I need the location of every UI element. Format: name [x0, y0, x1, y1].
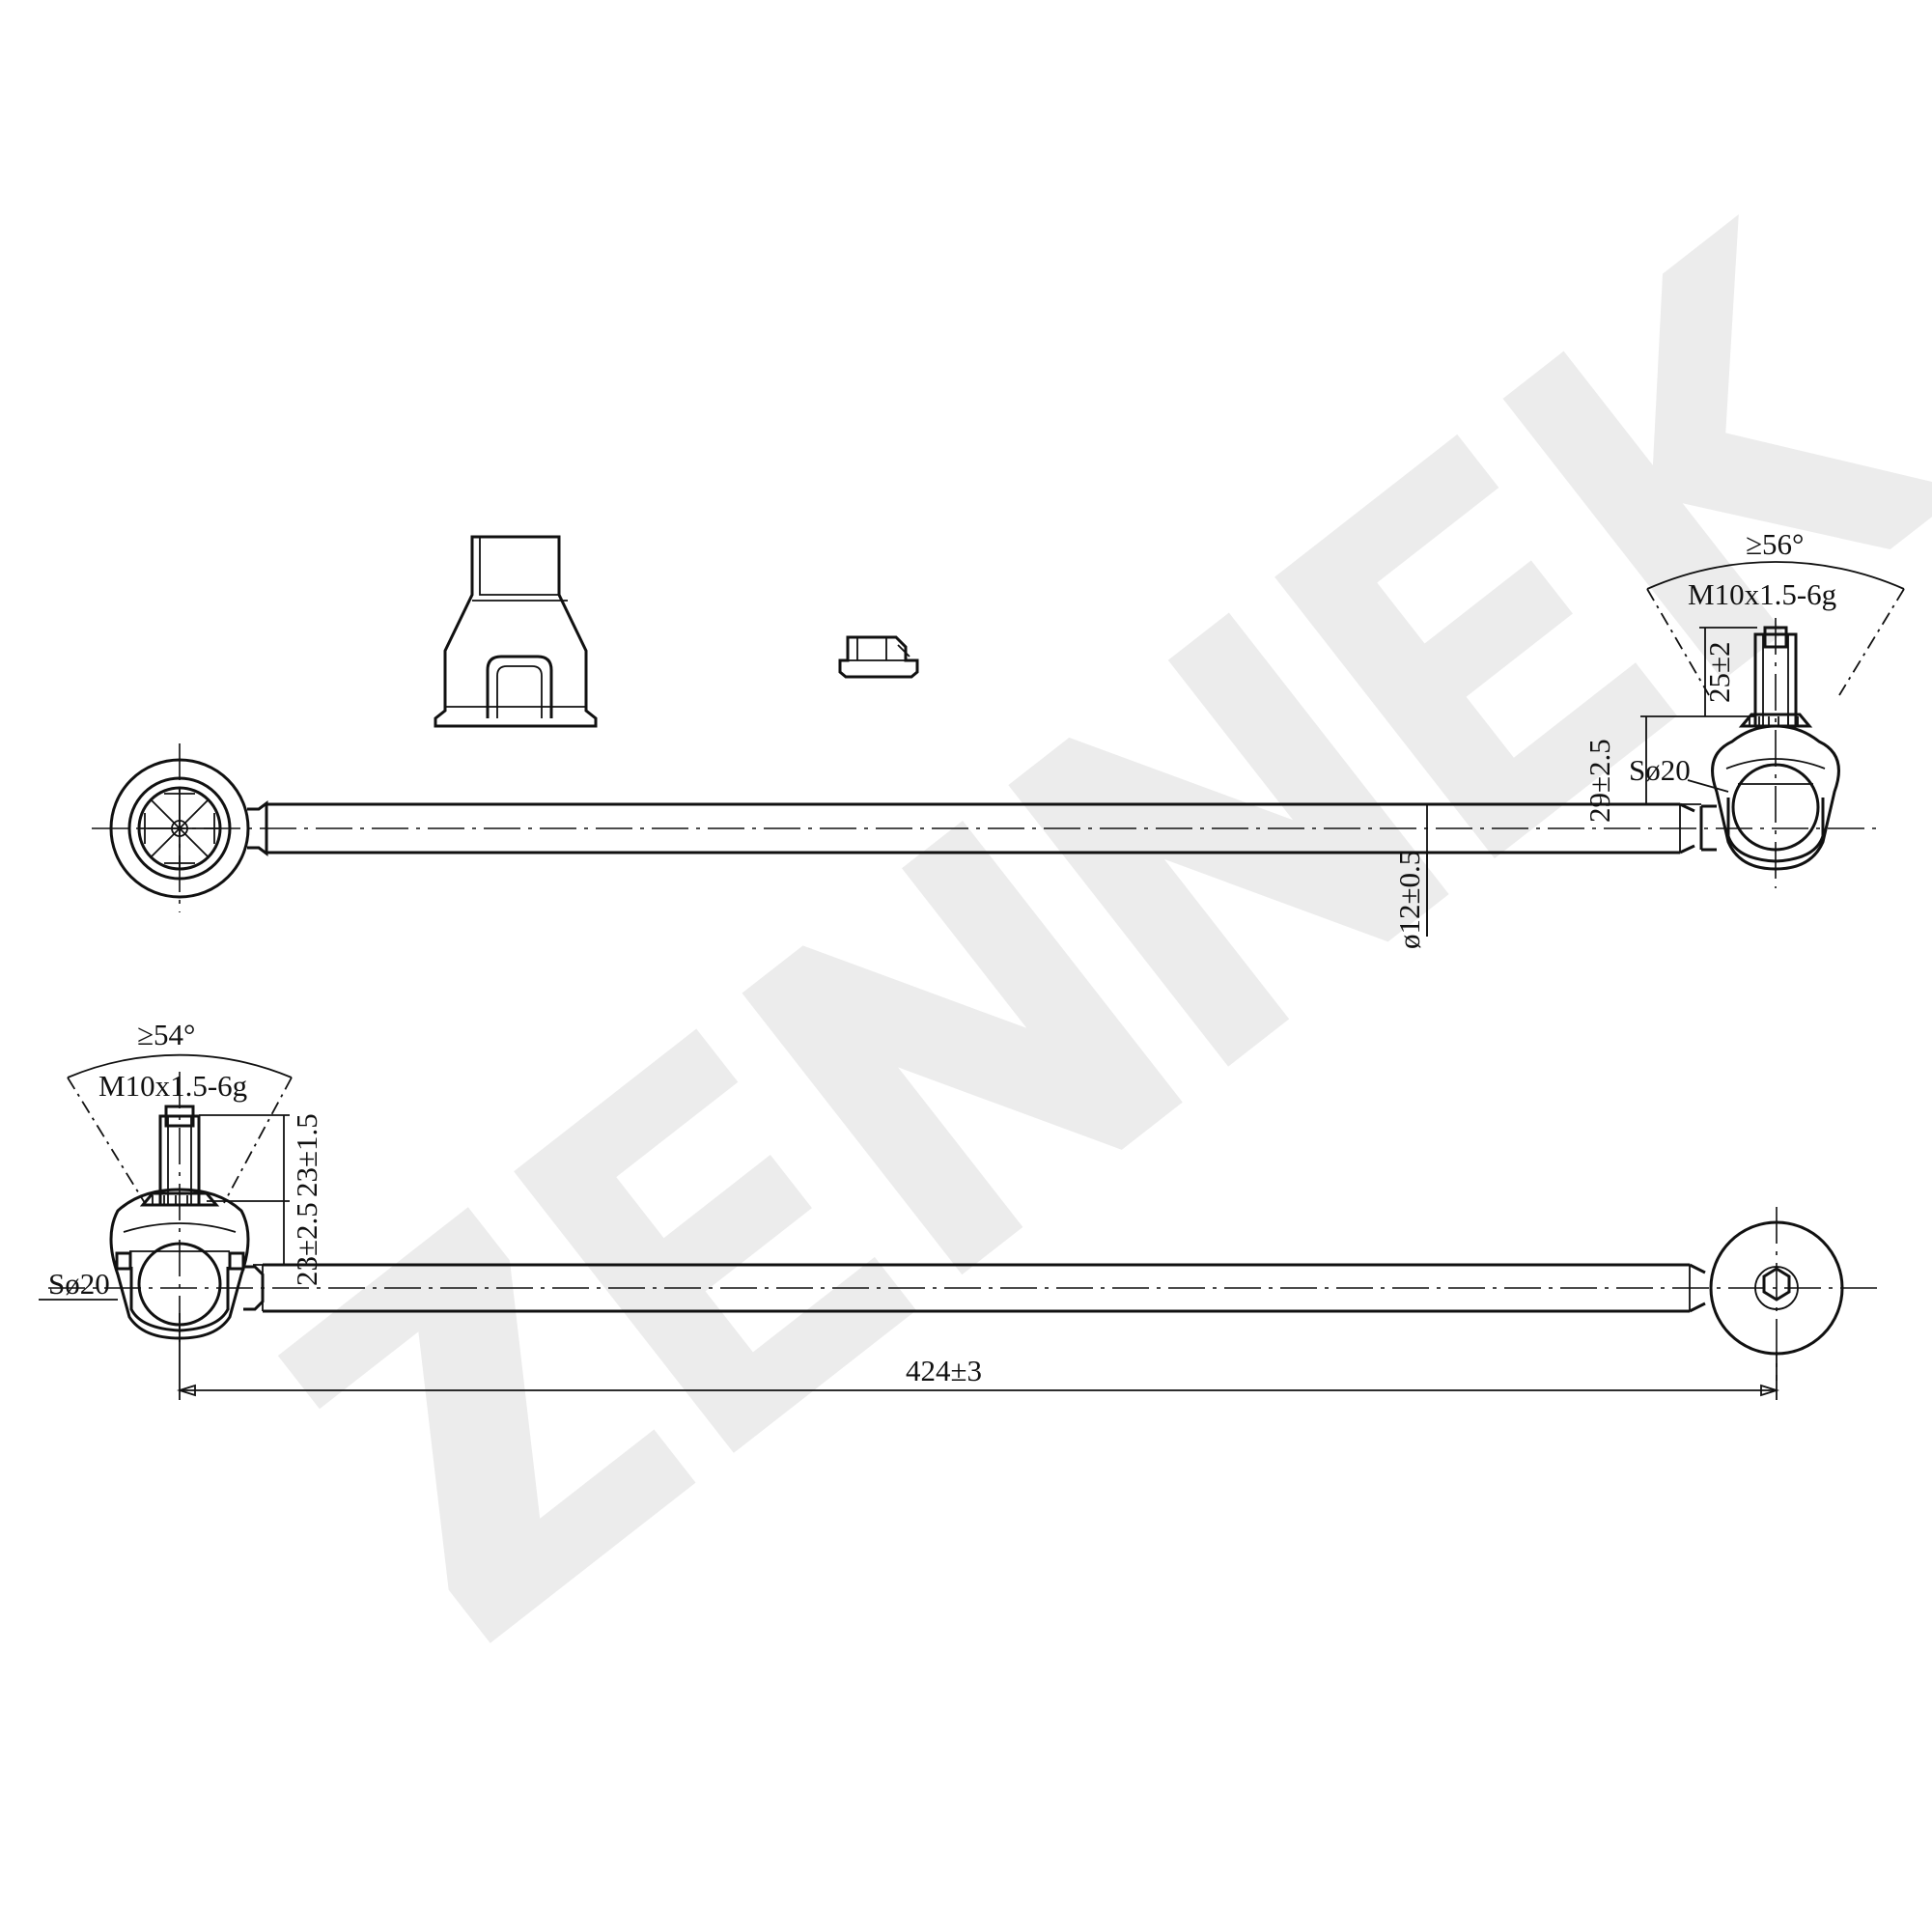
watermark-letter-n2 — [1008, 612, 1449, 1067]
top-stud-length-label: 25±2 — [1702, 641, 1736, 703]
zennek-watermark-logo — [277, 214, 1932, 1643]
watermark-letter-e1 — [514, 1028, 917, 1453]
watermark-letter-e2 — [1274, 434, 1678, 859]
watermark-letter-k — [1502, 214, 1932, 681]
top-right-ball-joint — [1699, 618, 1840, 888]
bottom-stud-height-label: 23±2.5 — [290, 1202, 323, 1286]
top-ball-diameter-label: Sø20 — [1629, 753, 1691, 787]
bottom-angle-label: ≥54° — [137, 1018, 195, 1051]
dust-boot-part — [434, 535, 598, 728]
overall-length-label: 424±3 — [906, 1354, 982, 1387]
top-thread-label: M10x1.5-6g — [1688, 577, 1836, 611]
bottom-thread-label: M10x1.5-6g — [98, 1069, 247, 1103]
bottom-left-ball-joint — [109, 1072, 265, 1342]
top-stud-height-label: 29±2.5 — [1582, 739, 1616, 823]
top-rod — [266, 802, 1695, 854]
bottom-ball-diameter-label: Sø20 — [48, 1267, 110, 1301]
bottom-view: ≥54° M10x1.5-6g 23±1.5 23±2.5 Sø20 424±3 — [39, 1018, 1878, 1400]
bottom-stud-length-label: 23±1.5 — [290, 1113, 323, 1197]
watermark-letter-n1 — [742, 821, 1183, 1275]
top-rod-diameter-label: ø12±0.5 — [1392, 851, 1426, 949]
top-left-eye — [109, 758, 268, 899]
top-angle-label: ≥56° — [1746, 527, 1804, 561]
top-view: ≥56° M10x1.5-6g 25±2 29±2.5 Sø20 ø12±0.5 — [92, 527, 1905, 949]
bottom-dimensions — [39, 1053, 1780, 1400]
watermark-letter-z — [277, 1207, 696, 1643]
bottom-rod — [262, 1263, 1706, 1313]
top-dimensions — [1426, 561, 1905, 937]
lock-nut-part — [838, 635, 919, 679]
